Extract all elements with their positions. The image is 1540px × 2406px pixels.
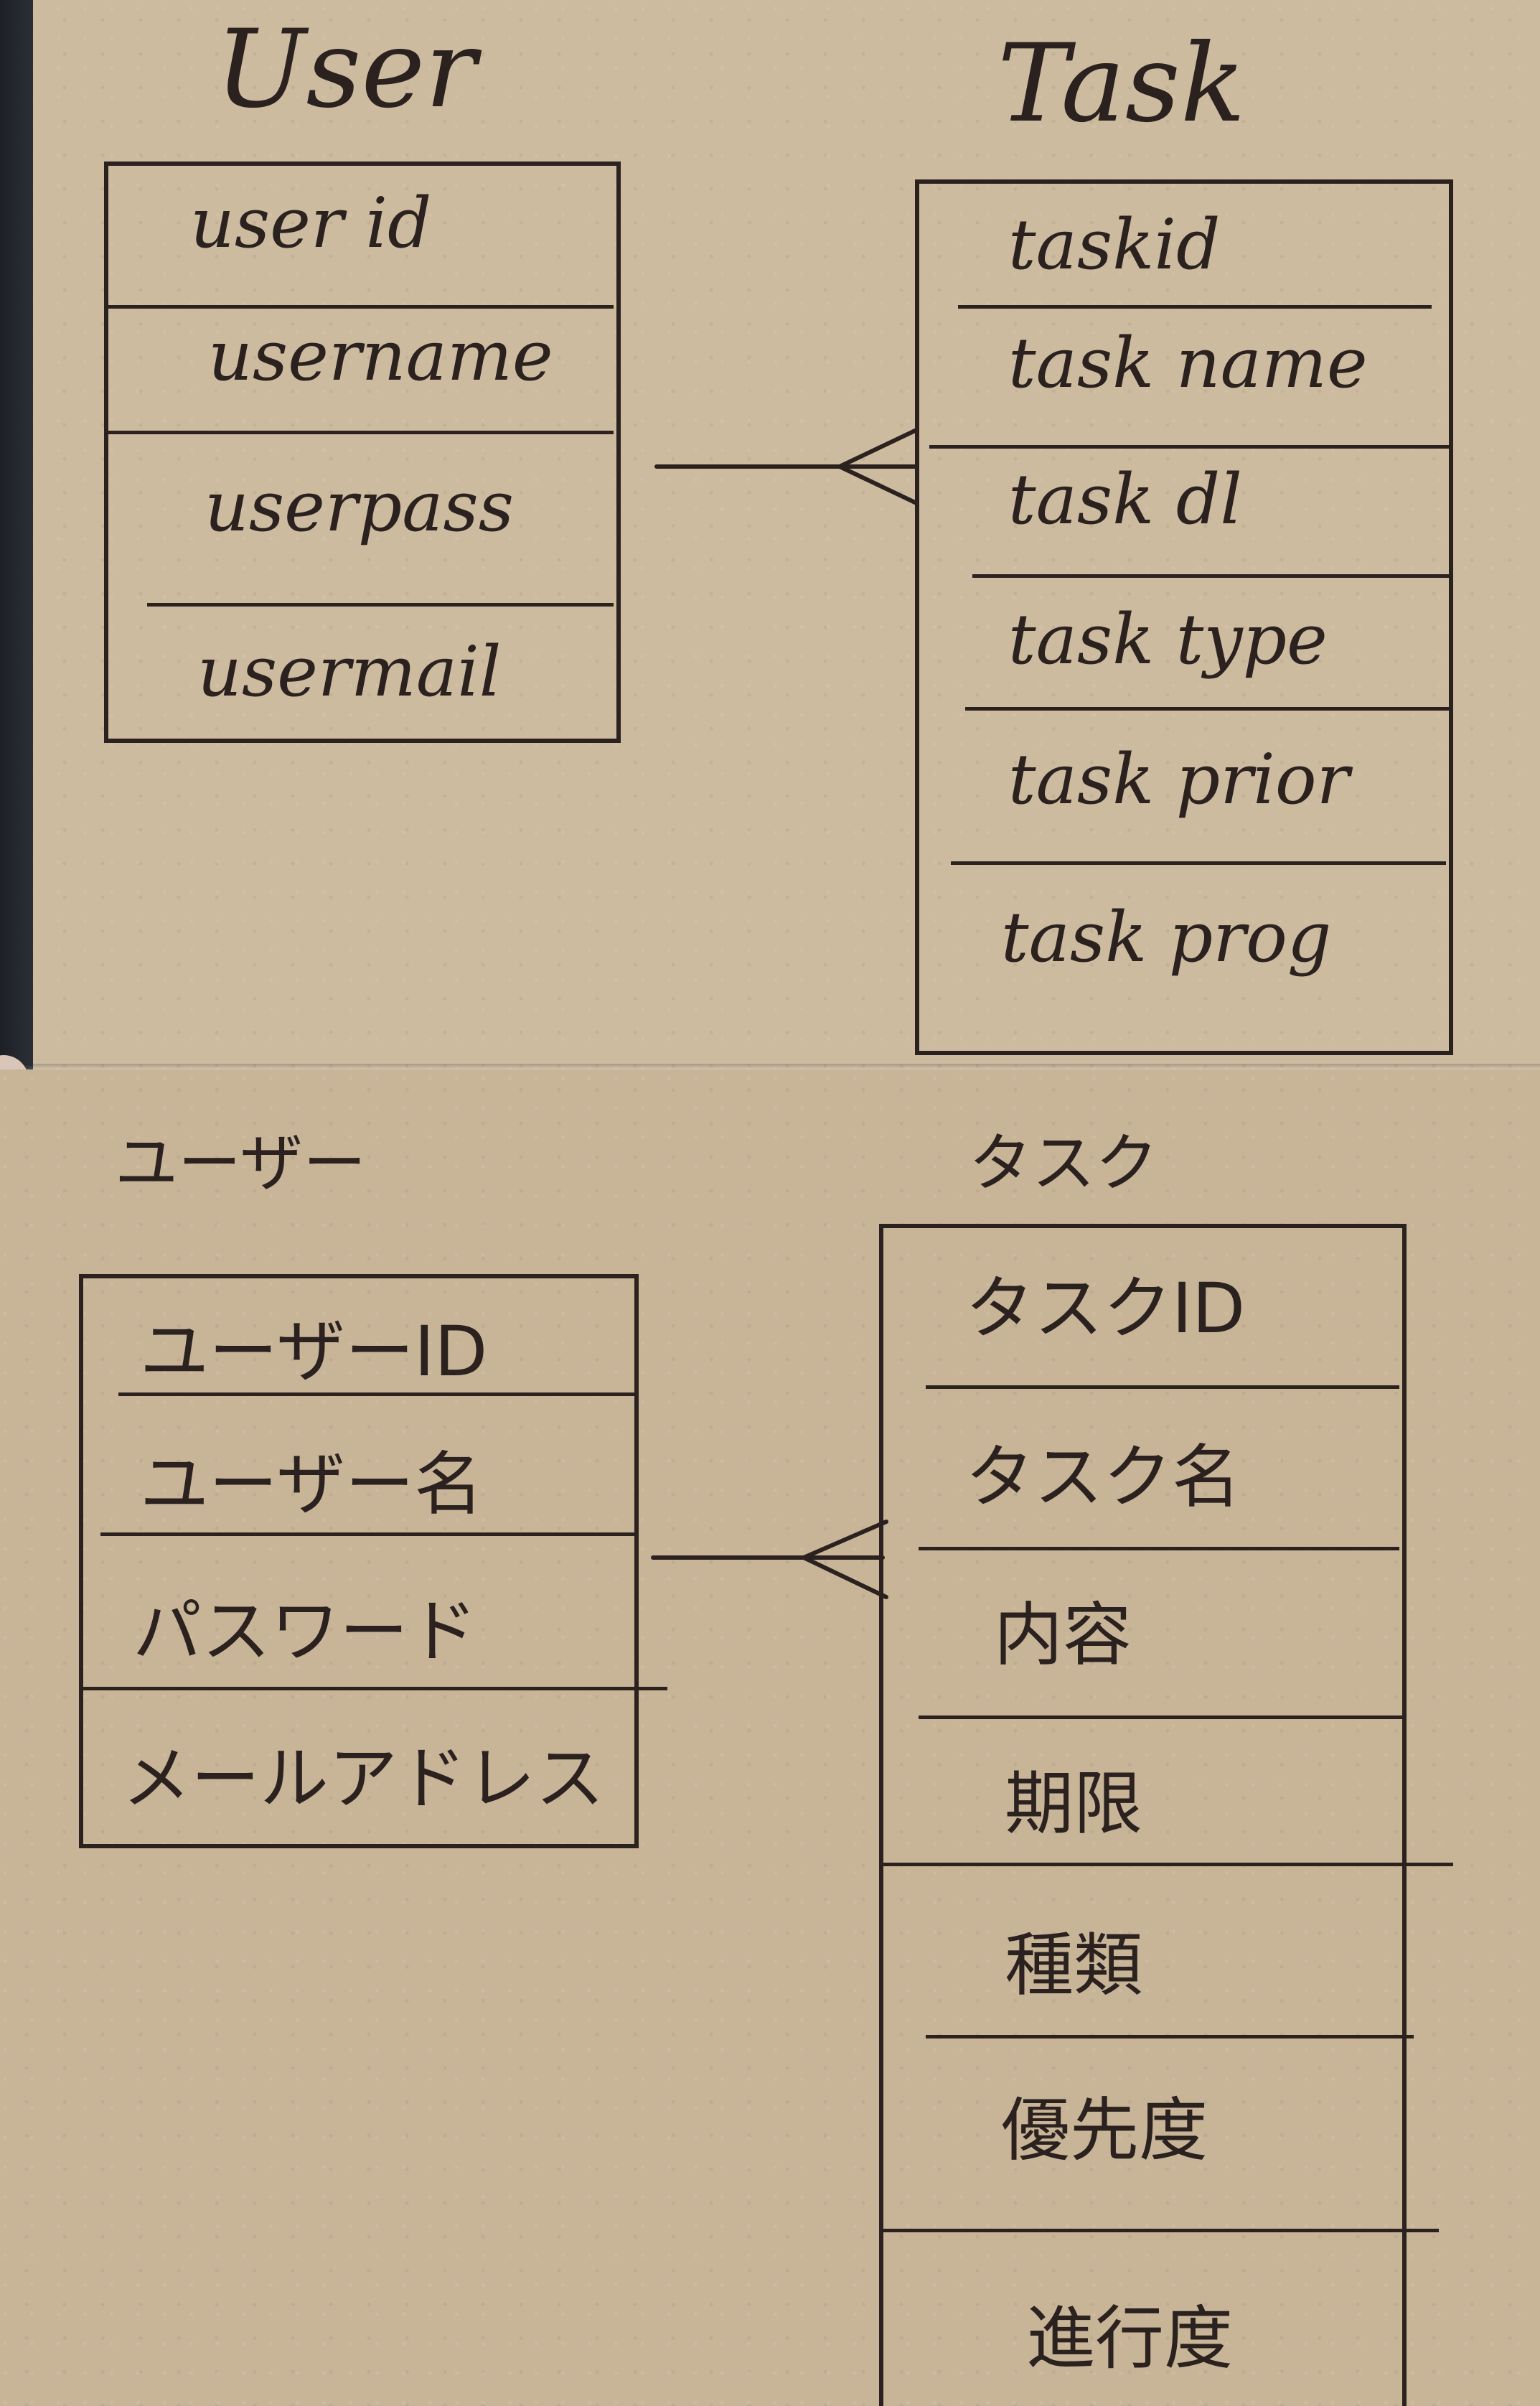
user-row-divider — [147, 603, 614, 607]
user-field-mail-jp: メールアドレス — [122, 1738, 604, 1819]
task-row-divider — [958, 305, 1432, 309]
user-entity-title: User — [215, 7, 476, 132]
user-entity-box — [104, 162, 621, 743]
task-row-divider-jp — [879, 2229, 1439, 2232]
task-row-divider-jp — [926, 2035, 1414, 2038]
user-field-id: user id — [190, 183, 432, 263]
user-entity-title-jp: ユーザー — [115, 1126, 367, 1200]
task-field-name-jp: タスク名 — [965, 1437, 1241, 1517]
task-field-type-jp: 種類 — [1005, 1925, 1142, 2005]
user-row-divider — [104, 431, 614, 434]
user-field-mail: usermail — [197, 632, 502, 712]
task-field-prior: task prior — [1008, 739, 1350, 820]
task-field-id: taskid — [1008, 205, 1221, 285]
task-field-deadline-jp: 期限 — [1005, 1764, 1142, 1844]
task-row-divider-jp — [919, 1547, 1399, 1550]
task-row-divider — [929, 445, 1453, 449]
dark-background-edge — [0, 0, 33, 1069]
user-field-pass: userpass — [205, 467, 515, 547]
task-entity-box — [915, 179, 1453, 1055]
user-row-divider-jp — [118, 1392, 635, 1396]
task-field-dl: task dl — [1008, 459, 1242, 540]
user-field-id-jp: ユーザーID — [140, 1311, 488, 1392]
task-field-name: task name — [1008, 323, 1368, 403]
user-row-divider-jp — [79, 1687, 667, 1690]
task-field-type: task type — [1008, 599, 1328, 680]
task-row-divider — [965, 707, 1453, 711]
task-field-id-jp: タスクID — [965, 1268, 1246, 1349]
task-field-prog: task prog — [1001, 897, 1332, 978]
paper-sheet-bottom: ユーザー ユーザーID ユーザー名 パスワード メールアドレス タスク タスクI… — [0, 1069, 1540, 2406]
task-row-divider-jp — [926, 1385, 1399, 1389]
task-entity-box-jp — [879, 1224, 1407, 2406]
task-field-priority-jp: 優先度 — [1001, 2090, 1208, 2171]
one-to-many-relationship-connector-jp — [651, 1520, 888, 1599]
task-row-divider-jp — [879, 1863, 1453, 1866]
task-row-divider — [951, 861, 1446, 865]
task-field-content-jp: 内容 — [994, 1595, 1132, 1675]
task-entity-title-jp: タスク — [969, 1126, 1159, 1200]
user-row-divider — [104, 305, 614, 309]
task-row-divider — [972, 574, 1453, 578]
task-field-progress-jp: 進行度 — [1026, 2298, 1233, 2379]
task-row-divider-jp — [919, 1715, 1407, 1719]
user-entity-box-jp — [79, 1274, 639, 1848]
one-to-many-relationship-connector — [654, 429, 917, 505]
user-field-pass-jp: パスワード — [133, 1591, 477, 1672]
user-field-name: username — [208, 316, 553, 396]
paper-sheet-top: User user id username userpass usermail … — [0, 0, 1540, 1069]
task-entity-title: Task — [997, 22, 1246, 146]
user-field-name-jp: ユーザー名 — [140, 1444, 484, 1525]
user-row-divider-jp — [100, 1532, 635, 1536]
